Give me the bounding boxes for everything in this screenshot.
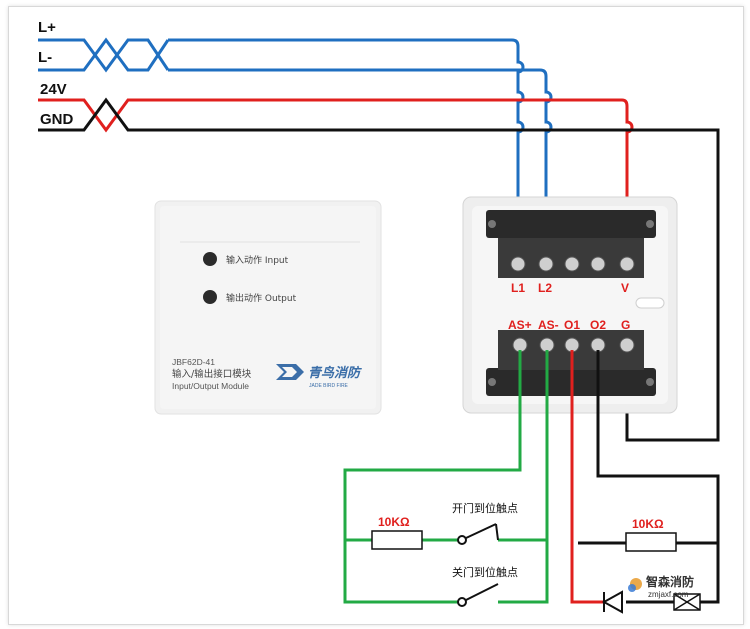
resistor-left-label: 10KΩ — [378, 515, 410, 529]
label-l-plus: L+ — [38, 19, 56, 36]
contact-open-label: 开门到位触点 — [452, 501, 518, 515]
watermark-text: 智森消防 — [645, 574, 694, 589]
terminal-l2-label: L2 — [538, 281, 552, 295]
bottom-terminal-block — [512, 337, 635, 353]
resistor-right-label: 10KΩ — [632, 517, 664, 531]
terminal-v-label: V — [621, 281, 629, 295]
input-wiring — [343, 350, 549, 604]
terminal-as-minus-label: AS- — [538, 318, 559, 332]
input-led — [203, 252, 217, 266]
terminal-labels: L1 L2 V AS+ AS- O1 O2 G — [508, 281, 630, 332]
module-name-en: Input/Output Module — [172, 381, 249, 391]
watermark: 智森消防 zmjaxf.com — [628, 574, 694, 599]
resistor-left — [371, 530, 423, 550]
output-led — [203, 290, 217, 304]
terminal-l1-label: L1 — [511, 281, 525, 295]
bus-blue — [38, 37, 553, 255]
load-symbol — [673, 593, 701, 611]
brand-logo: 青鸟消防 JADE BIRD FIRE — [276, 364, 362, 389]
contact-open-switch — [457, 523, 499, 545]
terminal-o1-label: O1 — [564, 318, 580, 332]
module-name-cn: 输入/输出接口模块 — [172, 368, 252, 380]
bus-black — [38, 97, 720, 442]
brand-cn: 青鸟消防 — [308, 365, 362, 381]
watermark-url: zmjaxf.com — [648, 590, 689, 599]
diode-symbol — [601, 590, 623, 614]
label-l-minus: L- — [38, 49, 52, 66]
module-front: 输入动作 Input 输出动作 Output JBF62D-41 输入/输出接口… — [154, 200, 382, 415]
output-wiring — [570, 350, 720, 604]
resistor-right — [625, 532, 677, 552]
terminal-g-label: G — [621, 318, 630, 332]
model-number: JBF62D-41 — [172, 357, 215, 367]
label-24v: 24V — [40, 81, 67, 98]
indicator-output-label: 输出动作 Output — [226, 292, 297, 304]
terminal-as-plus-label: AS+ — [508, 318, 532, 332]
indicator-input-label: 输入动作 Input — [226, 254, 289, 266]
top-terminal-block — [510, 256, 635, 272]
module-base — [462, 196, 678, 414]
contact-close-label: 关门到位触点 — [452, 565, 518, 579]
contact-close-switch — [457, 583, 499, 607]
terminal-o2-label: O2 — [590, 318, 606, 332]
label-gnd: GND — [40, 111, 74, 128]
brand-en: JADE BIRD FIRE — [309, 383, 349, 389]
